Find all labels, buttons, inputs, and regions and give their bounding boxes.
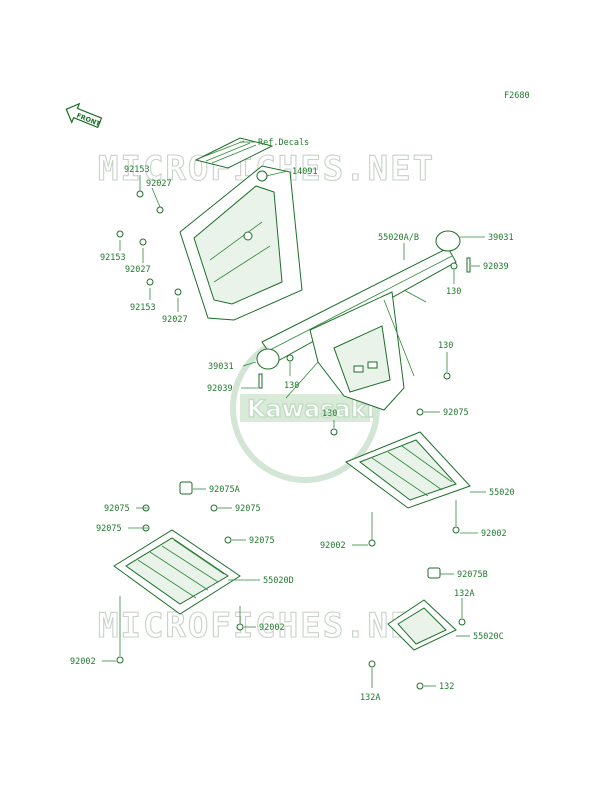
- callout-55020ab: 55020A/B: [378, 233, 419, 243]
- callout-92039-b: 92039: [207, 384, 233, 394]
- callout-92039-a: 92039: [483, 262, 509, 272]
- callout-92153-b: 92153: [100, 253, 126, 263]
- callout-labels: Ref.Decals 14091 92153 92027 92153 92027…: [70, 138, 515, 703]
- callout-132a-b: 132A: [360, 693, 380, 703]
- figure-id: F2680: [504, 91, 530, 101]
- callout-92002-a: 92002: [481, 529, 507, 539]
- callout-130-d: 130: [322, 409, 337, 419]
- callout-130-a: 130: [446, 287, 461, 297]
- bumper-cap-left: [256, 348, 280, 370]
- bushing-92075b: [427, 567, 441, 579]
- callout-92075-b: 92075: [104, 504, 130, 514]
- main-frame: [261, 247, 457, 411]
- front-arrow-icon: FRONT: [65, 102, 103, 128]
- bumper-cap-right: [435, 230, 461, 252]
- bushing-92075a: [179, 481, 193, 495]
- callout-92153-c: 92153: [130, 303, 156, 313]
- callout-92002-b: 92002: [320, 541, 346, 551]
- callout-92075-e: 92075: [249, 536, 275, 546]
- callout-132a-a: 132A: [454, 589, 474, 599]
- callout-92027-c: 92027: [162, 315, 188, 325]
- callout-130-c: 130: [284, 381, 299, 391]
- callout-130-b: 130: [438, 341, 453, 351]
- side-guard-frame: [179, 165, 303, 321]
- callout-92002-c: 92002: [259, 623, 285, 633]
- callout-92075a: 92075A: [209, 485, 240, 495]
- callout-92075b: 92075B: [457, 570, 488, 580]
- callout-92075-a: 92075: [443, 408, 469, 418]
- callout-39031-b: 39031: [208, 362, 234, 372]
- callout-92002-d: 92002: [70, 657, 96, 667]
- callout-92027-a: 92027: [146, 179, 172, 189]
- callout-92027-b: 92027: [125, 265, 151, 275]
- fasteners: [116, 190, 471, 690]
- callout-55020c: 55020C: [473, 632, 504, 642]
- callout-92075-d: 92075: [96, 524, 122, 534]
- callout-92075-c: 92075: [235, 504, 261, 514]
- callout-55020d: 55020D: [263, 576, 294, 586]
- callout-39031-a: 39031: [488, 233, 514, 243]
- skid-plate-55020: [344, 431, 471, 509]
- decal-sheet: [194, 137, 274, 169]
- callout-ref-decals: Ref.Decals: [258, 138, 309, 148]
- skid-plate-55020c: [387, 599, 457, 651]
- callout-92153-a: 92153: [124, 165, 150, 175]
- callout-14091: 14091: [292, 167, 318, 177]
- skid-plate-55020d: [113, 529, 241, 615]
- callout-55020: 55020: [489, 488, 515, 498]
- leader-lines: [102, 141, 486, 688]
- watermark-bottom: MICROFICHES.NET: [98, 606, 435, 646]
- callout-132: 132: [439, 682, 454, 692]
